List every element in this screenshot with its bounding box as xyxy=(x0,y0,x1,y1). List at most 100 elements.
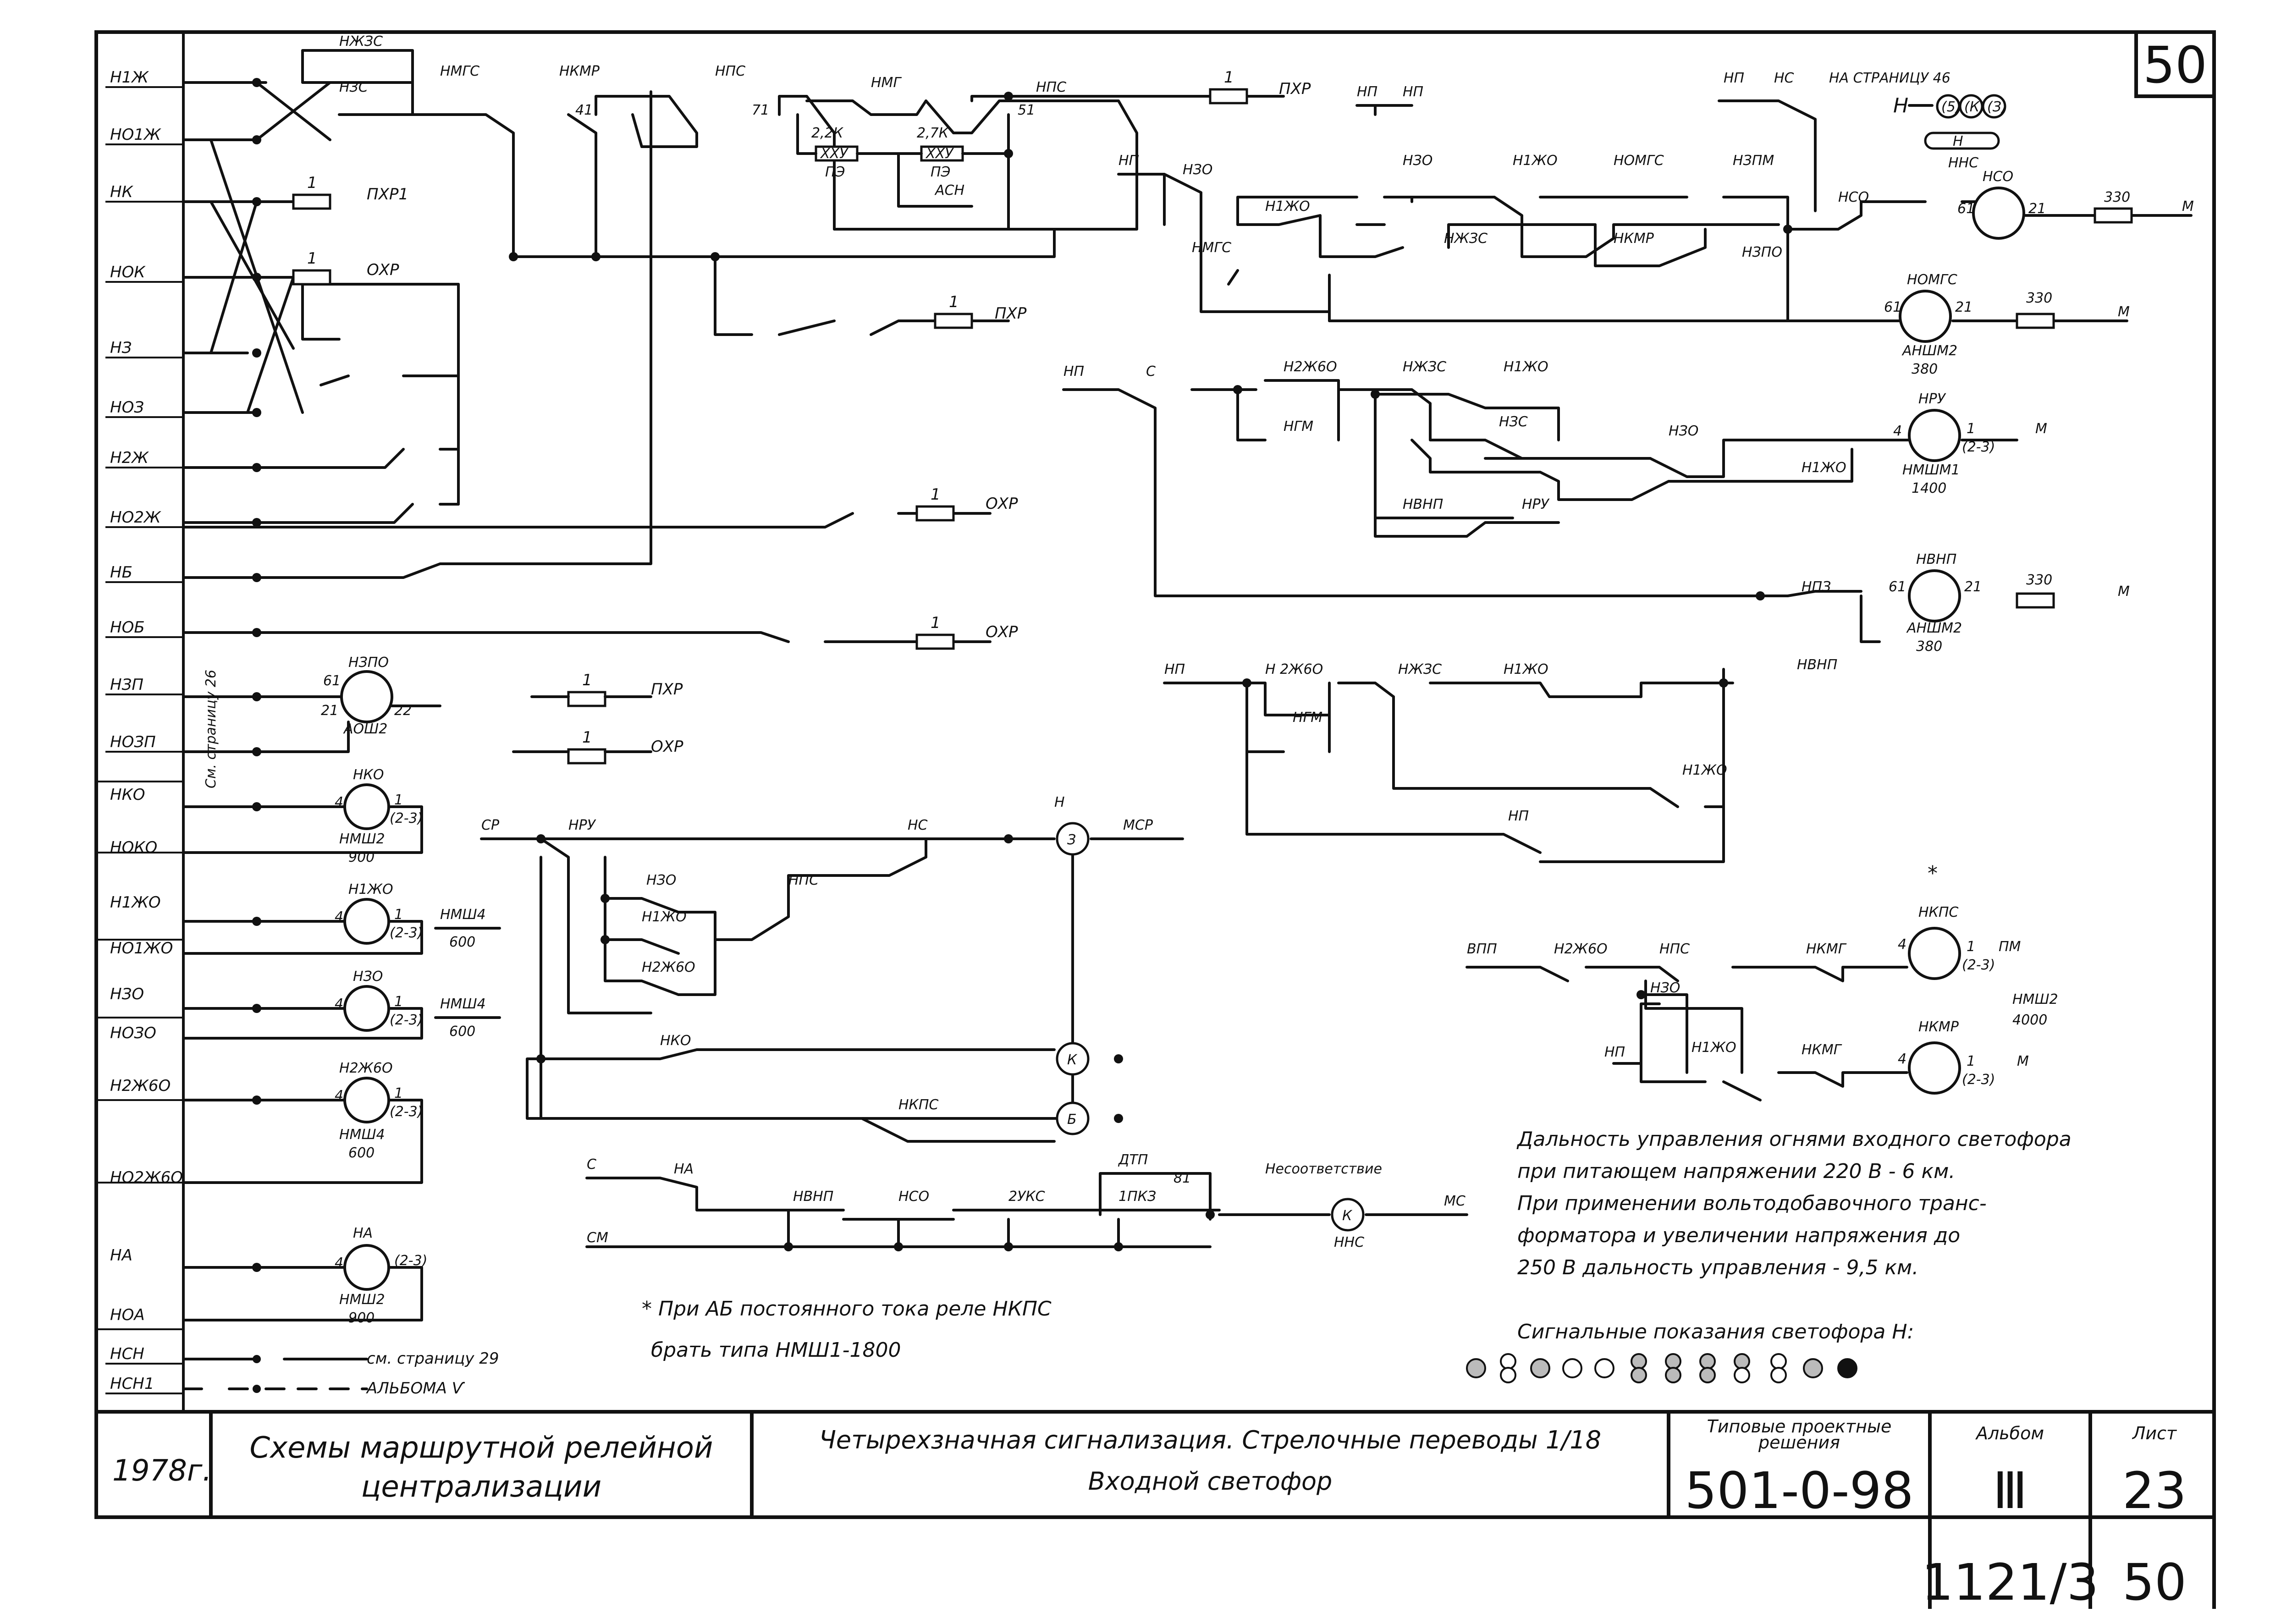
svg-text:НМШ4: НМШ4 xyxy=(440,907,486,923)
resistor-22k: 2,2К ХХУ ПЭ xyxy=(811,125,859,180)
svg-text:600: 600 xyxy=(348,1145,375,1161)
svg-text:НЖЗС: НЖЗС xyxy=(1398,661,1442,677)
svg-text:НВНП: НВНП xyxy=(793,1189,833,1205)
aspect-icon-12 xyxy=(1837,1358,1857,1378)
svg-text:НЖЗС: НЖЗС xyxy=(1403,359,1446,375)
svg-text:НВНП: НВНП xyxy=(1916,551,1956,567)
aspect-icon-6 xyxy=(1631,1353,1647,1370)
bus-label: НО1ЖО xyxy=(110,939,173,958)
svg-text:НКПС: НКПС xyxy=(898,1097,938,1113)
svg-text:НОМГС: НОМГС xyxy=(1614,153,1664,169)
svg-text:Н1ЖО: Н1ЖО xyxy=(1513,153,1558,169)
svg-text:М: М xyxy=(2017,1053,2029,1069)
bus-label: НЗ xyxy=(110,339,132,357)
svg-text:1: 1 xyxy=(1224,68,1234,87)
lamp-h-label: Н xyxy=(1054,794,1065,810)
bus-label: НКО xyxy=(110,786,145,804)
svg-text:*: * xyxy=(1928,862,1938,885)
drawing-frame: 50 xyxy=(94,30,2216,1609)
relay-nzo: НЗО 4 1 (2-3) НМШ4 600 xyxy=(182,969,501,1040)
lamp-z: З xyxy=(1056,822,1090,856)
center-lamp-circuit xyxy=(480,837,1184,1143)
svg-text:С: С xyxy=(587,1156,596,1173)
fuse-pkhr-top: 1 ПХР xyxy=(1209,68,1311,105)
svg-text:НПС: НПС xyxy=(788,872,819,888)
aspect-icon-10 xyxy=(1770,1353,1787,1370)
svg-text:НЗПМ: НЗПМ xyxy=(1733,153,1774,169)
svg-text:НМШ2: НМШ2 xyxy=(339,831,385,847)
svg-text:71: 71 xyxy=(752,102,769,118)
svg-text:ВПП: ВПП xyxy=(1467,941,1497,957)
svg-text:1: 1 xyxy=(582,728,592,747)
svg-text:ПЭ: ПЭ xyxy=(825,164,845,180)
fuse-pkhr-nzp: 1 ПХР xyxy=(567,671,683,707)
svg-text:НЗС: НЗС xyxy=(339,79,368,95)
svg-text:М: М xyxy=(2118,584,2130,600)
fuse-okhr-no: 1 ОХР xyxy=(915,485,1018,522)
junction-dots xyxy=(252,78,1792,1272)
svg-text:1: 1 xyxy=(1967,1053,1975,1069)
svg-text:41: 41 xyxy=(575,102,593,118)
svg-text:М: М xyxy=(2118,304,2130,320)
svg-text:21: 21 xyxy=(2028,201,2046,217)
svg-text:1: 1 xyxy=(931,485,941,504)
svg-text:ОХР: ОХР xyxy=(651,738,683,756)
tb-desc-1: Четырехзначная сигнализация. Стрелочные … xyxy=(819,1426,1601,1454)
svg-text:НМШМ1: НМШМ1 xyxy=(1902,462,1960,478)
svg-text:НКМР: НКМР xyxy=(1918,1019,1959,1035)
svg-text:НРУ: НРУ xyxy=(568,817,596,833)
svg-text:М: М xyxy=(2035,421,2047,437)
svg-text:(З): (З) xyxy=(1987,99,2007,115)
tb-inv-number: 1121/3 xyxy=(1922,1553,2099,1612)
bus-label: НЗП xyxy=(110,676,143,694)
middle-right-network xyxy=(1062,379,2018,643)
svg-text:(2-3): (2-3) xyxy=(1962,1072,1995,1088)
tb-tp-number: 501-0-98 xyxy=(1685,1461,1913,1520)
tb-tp-label-1: Типовые проектные xyxy=(1707,1416,1892,1437)
svg-text:1: 1 xyxy=(307,249,317,268)
svg-text:НРУ: НРУ xyxy=(1522,496,1550,512)
svg-text:Н: Н xyxy=(1953,133,1963,149)
svg-text:НП: НП xyxy=(1164,661,1185,677)
relay-nzpo: НЗПО 61 21 22 АОШ2 xyxy=(182,655,652,753)
svg-text:330: 330 xyxy=(2104,189,2130,205)
svg-text:1: 1 xyxy=(307,174,317,192)
svg-text:ПХР: ПХР xyxy=(1279,80,1311,98)
svg-text:НС: НС xyxy=(1774,70,1794,86)
bus-label: НЗО xyxy=(110,985,144,1003)
svg-text:Б: Б xyxy=(1067,1112,1077,1128)
middle-labels: НП С Н2Ж6О НЖЗС Н1ЖО НЗО НЗС Н1ЖО НГМ НВ… xyxy=(1063,359,1846,673)
tb-title-1: Схемы маршрутной релейной xyxy=(250,1431,713,1465)
svg-text:НКПС: НКПС xyxy=(1918,904,1958,920)
svg-text:1: 1 xyxy=(949,293,959,311)
svg-text:НПС: НПС xyxy=(715,63,745,79)
svg-text:ОХР: ОХР xyxy=(986,623,1018,641)
svg-text:НЗО: НЗО xyxy=(1183,162,1212,178)
svg-text:330: 330 xyxy=(2026,572,2052,588)
svg-text:1400: 1400 xyxy=(1912,480,1946,496)
svg-text:НП: НП xyxy=(1604,1044,1625,1060)
signal-aspects xyxy=(1466,1353,1857,1383)
bus-label: НОЗО xyxy=(110,1024,156,1042)
svg-text:(2-3): (2-3) xyxy=(390,810,423,826)
relay-nomgs: НОМГС 61 21 АНШМ2 380 330 М xyxy=(1884,272,2130,377)
fuse-okhr-nok: 1 ОХР xyxy=(292,249,399,286)
svg-text:М: М xyxy=(2182,198,2194,215)
bus-label: НО2Ж xyxy=(110,508,161,527)
svg-text:К: К xyxy=(1342,1208,1353,1224)
svg-text:НГМ: НГМ xyxy=(1293,710,1322,726)
fuse-pkhr-nvnp: 1 ПХР xyxy=(934,293,1027,329)
tb-tp-label-2: решения xyxy=(1758,1432,1840,1453)
svg-text:НА СТРАНИЦУ 46: НА СТРАНИЦУ 46 xyxy=(1829,70,1950,86)
svg-text:Н2Ж6О: Н2Ж6О xyxy=(642,959,695,975)
svg-text:НС: НС xyxy=(908,817,928,833)
svg-text:НЖЗС: НЖЗС xyxy=(1444,231,1488,247)
svg-text:НП: НП xyxy=(1118,153,1139,169)
bus-label: Н2Ж xyxy=(110,449,149,467)
svg-text:НМГС: НМГС xyxy=(440,63,479,79)
lower-right-labels: НП Н 2Ж6О НЖЗС Н1ЖО НГМ Н1ЖО НП xyxy=(1164,661,1727,824)
svg-text:ХХУ: ХХУ xyxy=(925,146,954,162)
svg-text:(К): (К) xyxy=(1964,99,1985,115)
svg-text:НВНП: НВНП xyxy=(1797,657,1837,673)
